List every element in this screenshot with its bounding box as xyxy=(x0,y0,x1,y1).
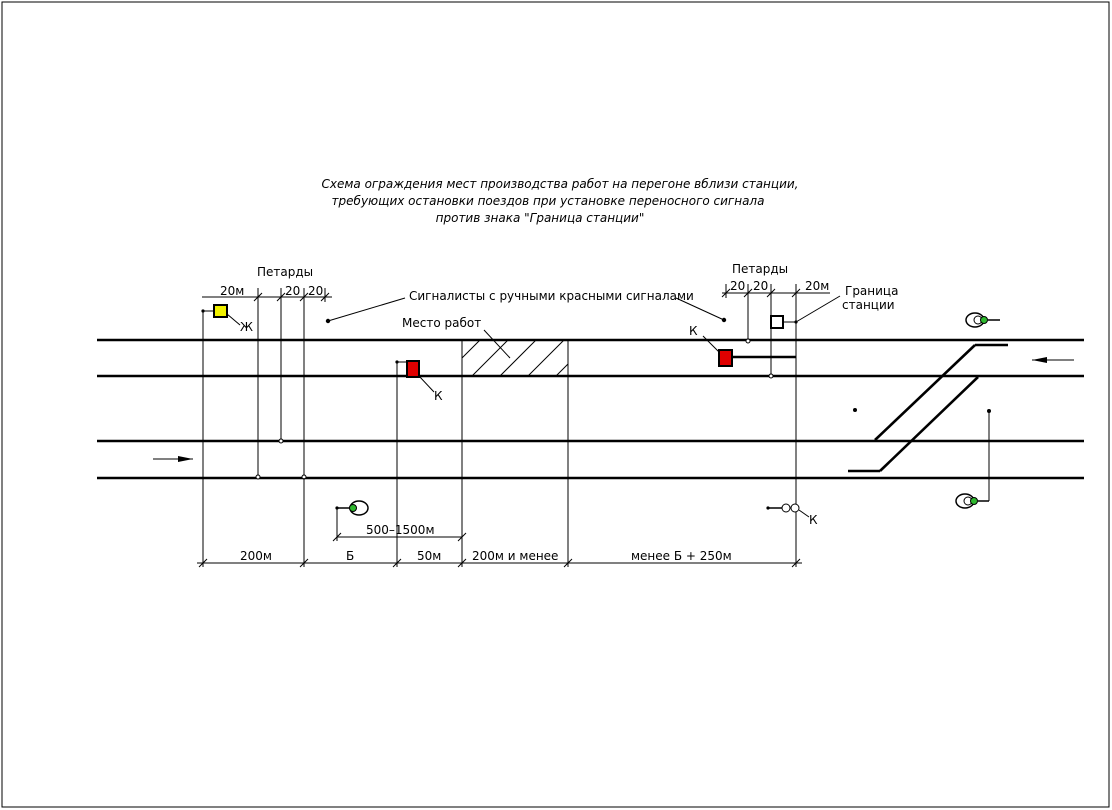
green-signal-track2-icon xyxy=(335,500,369,516)
red-signal-lower-leader xyxy=(418,375,435,393)
petard-left-dim-1: 20м xyxy=(220,284,244,298)
tick-pl-2 xyxy=(276,292,286,302)
tick-500-left xyxy=(332,532,342,542)
signal-k-lower-icon xyxy=(766,503,800,513)
dim-500-1500-label: 500–1500м xyxy=(366,523,435,537)
tick-pr-3 xyxy=(766,288,776,298)
switch-dot xyxy=(853,408,857,412)
tick-b-5 xyxy=(563,558,573,568)
station-border-leader xyxy=(795,295,841,323)
station-border-sign-icon xyxy=(770,315,798,329)
tick-pr-4 xyxy=(791,288,801,298)
tick-pr-1 xyxy=(721,288,731,298)
petard-right-dim-2: 20 xyxy=(753,279,768,293)
tick-pl-1 xyxy=(253,292,263,302)
green-signal-upper-icon xyxy=(965,312,1000,328)
red-signal-upper-leader xyxy=(702,335,720,353)
red-signal-lower-icon xyxy=(395,360,420,378)
petard-left-dim-3: 20 xyxy=(308,284,323,298)
title-line-2: требующих остановки поездов при установк… xyxy=(332,194,765,208)
petard-left-2 xyxy=(278,438,284,444)
bottom-dim-200: 200м xyxy=(240,549,272,563)
work-place-label: Место работ xyxy=(402,316,481,330)
bottom-dim-200-less: 200м и менее xyxy=(472,549,558,563)
tick-b-2 xyxy=(299,558,309,568)
signal-k-lower-leader xyxy=(798,509,810,518)
station-border-label-1: Граница xyxy=(845,284,898,298)
arrow-right-icon xyxy=(153,456,193,462)
petard-left-dim-2: 20 xyxy=(285,284,300,298)
tick-pl-4 xyxy=(320,292,330,302)
station-border-label-2: станции xyxy=(842,298,895,312)
arrow-left-icon xyxy=(1032,357,1074,363)
petard-right-1 xyxy=(745,338,751,344)
red-signal-lower-label: К xyxy=(434,389,443,403)
tick-b-4 xyxy=(457,558,467,568)
petards-right-label: Петарды xyxy=(732,262,788,276)
tick-b-6 xyxy=(791,558,801,568)
petards-left-label: Петарды xyxy=(257,265,313,279)
work-area-hatched xyxy=(461,339,569,377)
yellow-signal-icon xyxy=(201,304,228,318)
yellow-signal-label: Ж xyxy=(240,320,253,334)
crossover-line-2 xyxy=(879,376,979,472)
bottom-dim-50: 50м xyxy=(417,549,441,563)
signalmen-leader-right xyxy=(675,297,725,321)
signalmen-leader-left xyxy=(327,297,406,322)
title-line-3: против знака "Граница станции" xyxy=(436,211,645,225)
title-line-1: Схема ограждения мест производства работ… xyxy=(322,177,799,191)
work-place-leader xyxy=(483,329,511,359)
green-signal-lower-dot xyxy=(987,409,991,413)
green-signal-lower-icon xyxy=(955,493,989,509)
red-signal-upper-label: К xyxy=(689,324,698,338)
bottom-dim-less-b-250: менее Б + 250м xyxy=(631,549,732,563)
signalmen-label: Сигналисты с ручными красными сигналами xyxy=(409,289,694,303)
bottom-dim-b: Б xyxy=(346,549,354,563)
red-signal-upper-icon xyxy=(718,349,796,367)
signalman-left-dot xyxy=(325,318,331,324)
petard-right-2 xyxy=(768,373,774,379)
tick-b-3 xyxy=(392,558,402,568)
tick-pr-2 xyxy=(743,288,753,298)
petard-left-1 xyxy=(255,474,261,480)
crossover-line-1 xyxy=(874,344,976,441)
signalman-right-dot xyxy=(721,317,727,323)
petard-right-dim-3: 20м xyxy=(805,279,829,293)
petard-right-dim-1: 20 xyxy=(730,279,745,293)
yellow-signal-leader xyxy=(226,313,241,326)
tick-pl-3 xyxy=(299,292,309,302)
signal-k-lower-label: К xyxy=(809,513,818,527)
tick-b-1 xyxy=(198,558,208,568)
